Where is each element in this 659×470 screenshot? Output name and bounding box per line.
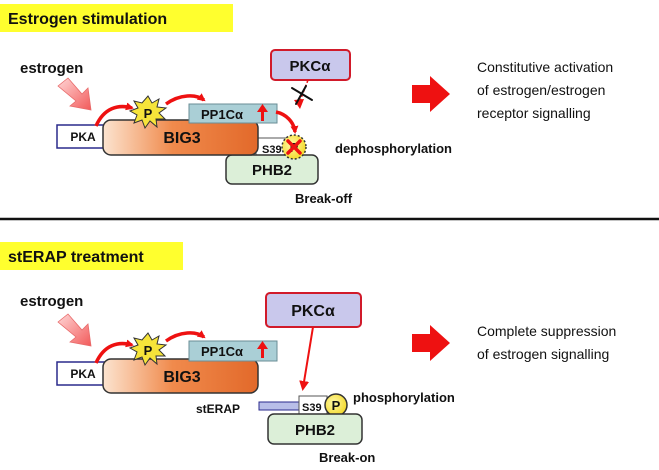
panel1-big3-label: BIG3 xyxy=(163,130,200,147)
panel2-pka-to-p-arrow xyxy=(94,339,134,364)
starburst-icon xyxy=(128,332,168,367)
red-right-arrow-icon xyxy=(412,76,450,112)
panel2-pp1-box xyxy=(188,340,278,362)
panel2-p-symbol: P xyxy=(144,343,153,358)
panel1-outcome-line3: receptor signalling xyxy=(477,105,591,121)
panel2-pp1-label: PP1Cα xyxy=(201,344,243,359)
panel1-break-label: Break-off xyxy=(295,191,353,206)
panel2-estrogen-label: estrogen xyxy=(20,293,83,310)
red-up-arrow-icon xyxy=(257,104,268,121)
panel1-blocked-arrow xyxy=(291,79,313,109)
panel1-pp1-label: PP1Cα xyxy=(201,107,243,122)
panel1-outcome-line1: Constitutive activation xyxy=(477,59,613,75)
panel1-big3-box xyxy=(102,119,259,156)
panel1-p-symbol: P xyxy=(144,106,153,121)
pink-diagonal-arrow-icon xyxy=(57,77,92,111)
panel2-pkc-label: PKCα xyxy=(291,303,335,320)
panel2-big3-box xyxy=(102,358,259,394)
panel2-outcome-line1: Complete suppression xyxy=(477,323,616,339)
pink-diagonal-arrow-icon xyxy=(57,313,92,347)
panel1-pkc-box xyxy=(270,49,351,81)
panel2-outcome-line2: of estrogen signalling xyxy=(477,346,609,362)
panel1-estrogen-label: estrogen xyxy=(20,60,83,77)
panel1-outcome-line2: of estrogen/estrogen xyxy=(477,82,605,98)
panel2-header: stERAP treatment xyxy=(8,249,144,266)
panel2-header-box xyxy=(0,242,183,270)
red-up-arrow-icon xyxy=(257,341,268,358)
panel1-phb2-box xyxy=(225,154,319,185)
panel2-s39-label: S39 xyxy=(302,402,322,414)
panel1-p-to-pp1-arrow xyxy=(164,93,206,106)
panel2-sterap-label: stERAP xyxy=(196,402,240,416)
panel-estrogen-stimulation: Estrogen stimulation estrogen PKA S39 PH… xyxy=(0,4,613,206)
panel2-p-to-pp1-arrow xyxy=(164,330,206,343)
panel1-removed-phosphate: P xyxy=(281,134,307,160)
panel1-pkc-label: PKCα xyxy=(290,58,332,75)
panel2-phb2-label: PHB2 xyxy=(295,422,335,439)
panel2-break-label: Break-on xyxy=(319,450,375,465)
panel-sterap-treatment: stERAP treatment estrogen PKA BIG3 PP1Cα… xyxy=(0,242,616,465)
panel2-pka-label: PKA xyxy=(70,367,96,381)
panel1-phb2-label: PHB2 xyxy=(252,162,292,179)
panel2-pkc-box xyxy=(265,292,362,328)
red-right-arrow-icon xyxy=(412,325,450,361)
panel1-header-box xyxy=(0,4,233,32)
panel2-pkc-to-s39-arrow xyxy=(299,326,314,391)
panel2-phb2-box xyxy=(267,413,363,445)
starburst-icon xyxy=(128,95,168,130)
panel1-pka-to-p-arrow xyxy=(94,102,134,127)
panel1-header: Estrogen stimulation xyxy=(8,11,167,28)
panel1-pp1-to-s39-arrow xyxy=(275,110,299,134)
panel1-s39-label: S39 xyxy=(262,144,282,156)
panel2-big3-label: BIG3 xyxy=(163,369,200,386)
panel2-sterap-bar xyxy=(258,401,300,411)
panel2-phosphate-symbol: P xyxy=(332,398,341,413)
cross-mark-icon xyxy=(286,139,302,155)
panel1-dephos-label: dephosphorylation xyxy=(335,141,452,156)
panel1-pka-label: PKA xyxy=(70,130,96,144)
panel2-phos-label: phosphorylation xyxy=(353,390,455,405)
